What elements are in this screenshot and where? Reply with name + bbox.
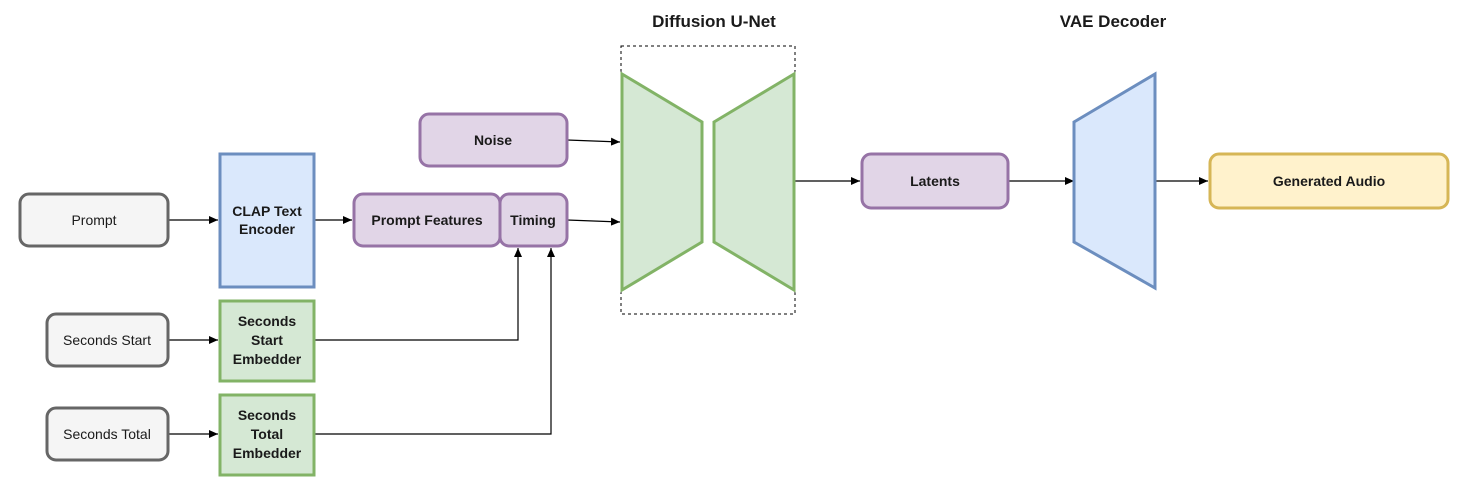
vae-decoder-node <box>1072 71 1157 291</box>
start-emb-line1: Seconds <box>238 313 297 329</box>
clap-encoder-node: CLAP Text Encoder <box>218 152 316 289</box>
latents-node: Latents <box>860 152 1010 210</box>
prompt-label: Prompt <box>71 212 116 228</box>
noise-label: Noise <box>474 132 512 148</box>
prompt-features-node: Prompt Features <box>352 192 502 248</box>
noise-node: Noise <box>418 112 569 168</box>
unet-encoder-shape <box>620 71 704 293</box>
edges <box>168 137 1208 438</box>
clap-label-line2: Encoder <box>239 221 296 237</box>
generated-audio-node: Generated Audio <box>1208 152 1450 210</box>
edge-noise-unet <box>566 137 621 146</box>
seconds-start-embedder-node: Seconds Start Embedder <box>218 299 316 383</box>
total-emb-line2: Total <box>251 426 283 442</box>
unet-title: Diffusion U-Net <box>652 12 776 31</box>
edge-timing-unet <box>566 217 621 226</box>
unet-group <box>620 45 796 315</box>
latents-label: Latents <box>910 173 960 189</box>
timing-node: Timing <box>498 192 569 248</box>
prompt-node: Prompt <box>18 192 170 248</box>
start-emb-line3: Embedder <box>233 351 302 367</box>
prompt-features-label: Prompt Features <box>371 212 482 228</box>
seconds-total-embedder-node: Seconds Total Embedder <box>218 393 316 477</box>
vae-decoder-shape <box>1072 71 1157 291</box>
unet-decoder-shape <box>712 71 796 293</box>
edge-startemb-timing <box>314 248 522 341</box>
generated-audio-label: Generated Audio <box>1273 173 1385 189</box>
total-emb-line1: Seconds <box>238 407 297 423</box>
edge-totalemb-timing <box>314 248 555 435</box>
timing-label: Timing <box>510 212 556 228</box>
seconds-total-label: Seconds Total <box>63 426 151 442</box>
vae-title: VAE Decoder <box>1060 12 1167 31</box>
seconds-start-label: Seconds Start <box>63 332 151 348</box>
seconds-start-node: Seconds Start <box>45 312 170 368</box>
clap-label-line1: CLAP Text <box>232 203 302 219</box>
seconds-total-node: Seconds Total <box>45 406 170 462</box>
total-emb-line3: Embedder <box>233 445 302 461</box>
start-emb-line2: Start <box>251 332 283 348</box>
